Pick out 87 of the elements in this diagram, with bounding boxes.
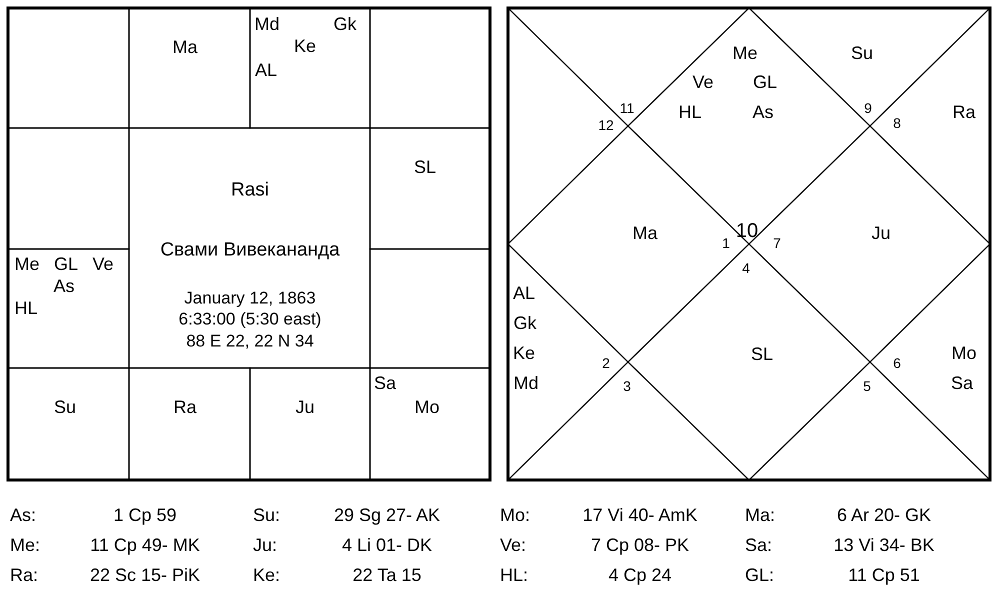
house-number: 5 [863, 379, 871, 393]
planet-key: Me: [10, 536, 40, 554]
planet-key: Su: [253, 506, 280, 524]
chart-cell [370, 8, 490, 128]
house-number: 4 [742, 261, 750, 275]
birth-date: January 12, 1863 [184, 290, 316, 306]
planet-label: AL [512, 284, 536, 302]
planet-label: Ve [92, 255, 114, 273]
chart-cell [8, 128, 129, 249]
planet-label: Md [514, 374, 538, 392]
house-number: 7 [773, 236, 781, 250]
house-number: 1 [722, 236, 730, 250]
planet-label: Sa [950, 374, 974, 392]
planet-label: AL [254, 61, 278, 79]
planet-key: As: [10, 506, 36, 524]
planet-label: GL [54, 255, 78, 273]
planet-label: HL [678, 103, 702, 121]
chart-cell [370, 368, 490, 480]
planet-label: Ju [296, 398, 314, 416]
planet-label: Su [54, 398, 76, 416]
planet-label: As [752, 103, 774, 121]
chart-cell [129, 368, 250, 480]
planet-key: Ke: [253, 566, 280, 584]
position-value: 6 Ar 20- GK [836, 506, 932, 524]
planet-label: Gk [514, 314, 536, 332]
house-number: 8 [893, 116, 901, 130]
position-value: 22 Sc 15- PiK [90, 566, 200, 584]
planet-label: As [54, 277, 74, 295]
house-region [870, 244, 990, 480]
position-value: 4 Cp 24 [608, 566, 672, 584]
position-value: 13 Vi 34- BK [834, 536, 934, 554]
planet-label: Ra [174, 398, 196, 416]
planet-key: HL: [500, 566, 528, 584]
planet-label: Me [732, 44, 758, 62]
position-value: 17 Vi 40- AmK [582, 506, 698, 524]
chart-cell [250, 368, 370, 480]
planet-label: Ju [872, 224, 890, 242]
position-value: 1 Cp 59 [113, 506, 177, 524]
house-number: 10 [736, 221, 758, 241]
position-value: 29 Sg 27- AK [334, 506, 440, 524]
planet-label: Ke [512, 344, 536, 362]
position-value: 11 Cp 51 [848, 566, 920, 584]
chart-cell [129, 8, 250, 128]
chart-cell [370, 249, 490, 368]
house-number: 6 [893, 356, 901, 370]
chart-cell [8, 249, 129, 368]
planet-label: GL [753, 73, 777, 91]
house-number: 2 [602, 356, 610, 370]
planet-label: HL [14, 299, 38, 317]
planet-label: Ke [294, 37, 316, 55]
house-number: 12 [598, 118, 614, 132]
chart-cell [8, 8, 129, 128]
planet-label: Ra [952, 103, 976, 121]
planet-label: Me [14, 255, 40, 273]
chart-cell [370, 128, 490, 249]
planet-label: Ma [632, 224, 658, 242]
planet-label: Sa [374, 374, 396, 392]
birth-coordinates: 88 E 22, 22 N 34 [186, 332, 314, 350]
planet-label: Su [850, 44, 874, 62]
planet-label: Ve [692, 73, 714, 91]
position-value: 22 Ta 15 [352, 566, 422, 584]
house-region [870, 8, 990, 244]
planet-key: Ve: [500, 536, 526, 554]
house-number: 11 [620, 101, 634, 115]
house-number: 3 [623, 379, 631, 393]
planet-label: Ma [172, 38, 198, 56]
planet-key: Sa: [745, 536, 772, 554]
planet-key: Ma: [745, 506, 776, 524]
house-number: 9 [864, 101, 872, 115]
planet-key: Mo: [500, 506, 530, 524]
person-name: Свами Вивекананда [160, 240, 340, 260]
planet-label: Mo [952, 344, 976, 362]
position-value: 11 Cp 49- MK [90, 536, 200, 554]
planet-label: SL [414, 158, 436, 176]
planet-label: Md [254, 15, 280, 33]
chart-cell [8, 368, 129, 480]
planet-key: Ju: [253, 536, 278, 554]
chart-cell [250, 8, 370, 128]
birth-time: 6:33:00 (5:30 east) [178, 310, 322, 328]
position-value: 4 Li 01- DK [342, 536, 432, 554]
position-value: 7 Cp 08- PK [590, 536, 690, 554]
planet-label: Mo [414, 398, 440, 416]
planet-key: GL: [745, 566, 774, 584]
chart-title: Rasi [231, 180, 269, 200]
planet-label: Gk [334, 15, 356, 33]
planet-label: SL [750, 345, 774, 363]
planet-key: Ra: [10, 566, 38, 584]
